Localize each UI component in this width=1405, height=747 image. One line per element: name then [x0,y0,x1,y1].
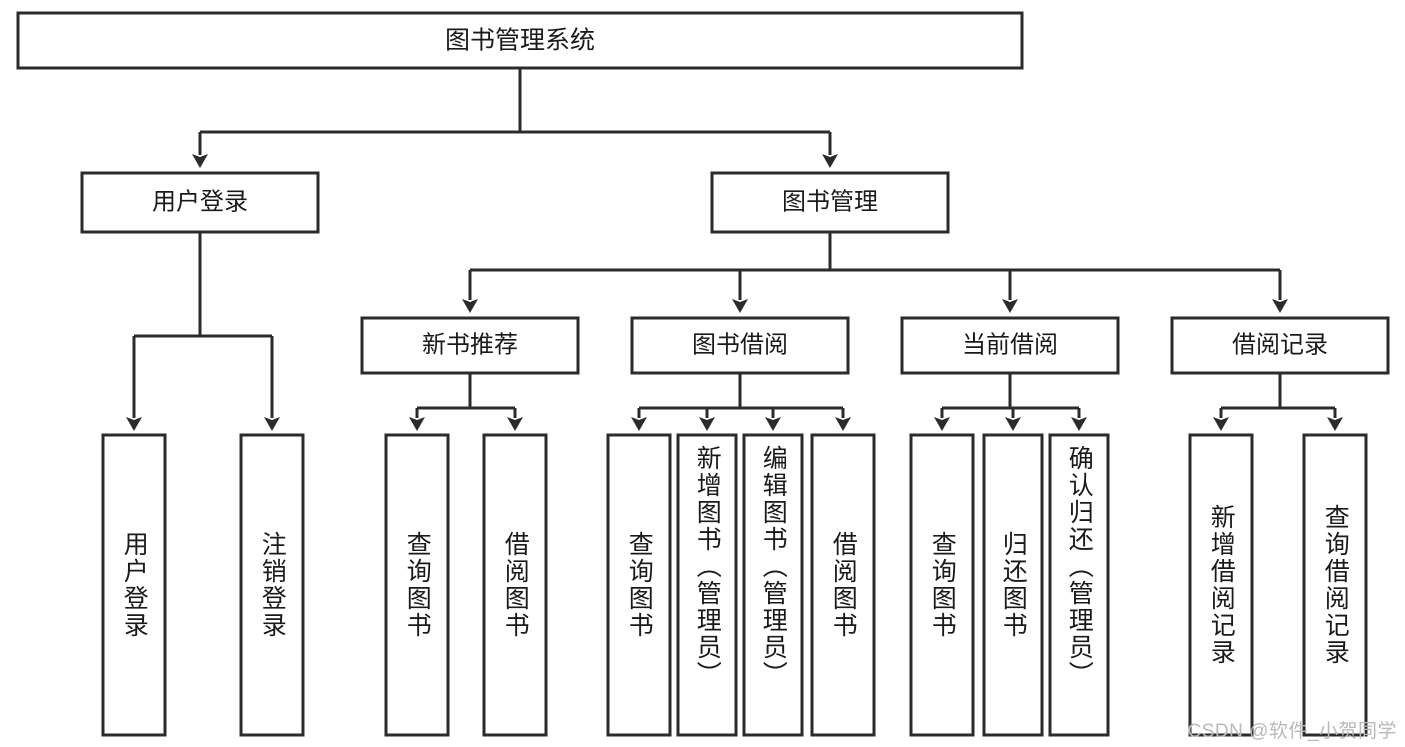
connector-userlogin-to-leaves [126,232,280,431]
node-book-borrow[interactable]: 图书借阅 [630,316,850,375]
leaf-borrow-books-recommend[interactable] [482,433,548,737]
node-book-borrow-label: 图书借阅 [692,331,788,358]
leaf-user-login[interactable] [101,433,167,737]
leaf-boxes-group [101,433,1368,737]
leaf-query-books-borrow[interactable] [606,433,672,737]
node-borrow-records-label: 借阅记录 [1232,331,1328,358]
node-current-borrow-label: 当前借阅 [962,331,1058,358]
node-book-management-label: 图书管理 [782,188,878,215]
leaf-add-borrow-record[interactable] [1188,433,1254,737]
node-user-login-label: 用户登录 [152,188,248,215]
node-current-borrow[interactable]: 当前借阅 [900,316,1120,375]
connector-currentborrow-to-leaves [934,373,1087,431]
node-new-book-recommend-label: 新书推荐 [422,331,518,358]
leaf-edit-book-admin[interactable] [742,433,804,737]
leaf-confirm-return-admin[interactable] [1048,433,1110,737]
leaf-add-book-admin[interactable] [676,433,738,737]
leaf-logout[interactable] [239,433,305,737]
connector-borrowrecords-to-leaves [1213,373,1343,431]
connector-bookmanagement-to-level2 [462,232,1288,313]
leaf-query-books-current[interactable] [909,433,975,737]
connector-root-to-level1 [192,68,838,168]
node-user-login[interactable]: 用户登录 [80,171,320,234]
node-root-system[interactable]: 图书管理系统 [16,11,1024,70]
leaf-query-books-recommend[interactable] [384,433,450,737]
leaf-borrow-books-borrow[interactable] [810,433,876,737]
node-book-management[interactable]: 图书管理 [710,171,950,234]
node-borrow-records[interactable]: 借阅记录 [1170,316,1390,375]
node-new-book-recommend[interactable]: 新书推荐 [360,316,580,375]
connector-bookborrow-to-leaves [631,373,851,431]
connector-newbook-to-leaves [409,373,523,431]
leaf-query-borrow-record[interactable] [1302,433,1368,737]
leaf-return-books[interactable] [982,433,1044,737]
node-root-system-label: 图书管理系统 [445,27,595,55]
